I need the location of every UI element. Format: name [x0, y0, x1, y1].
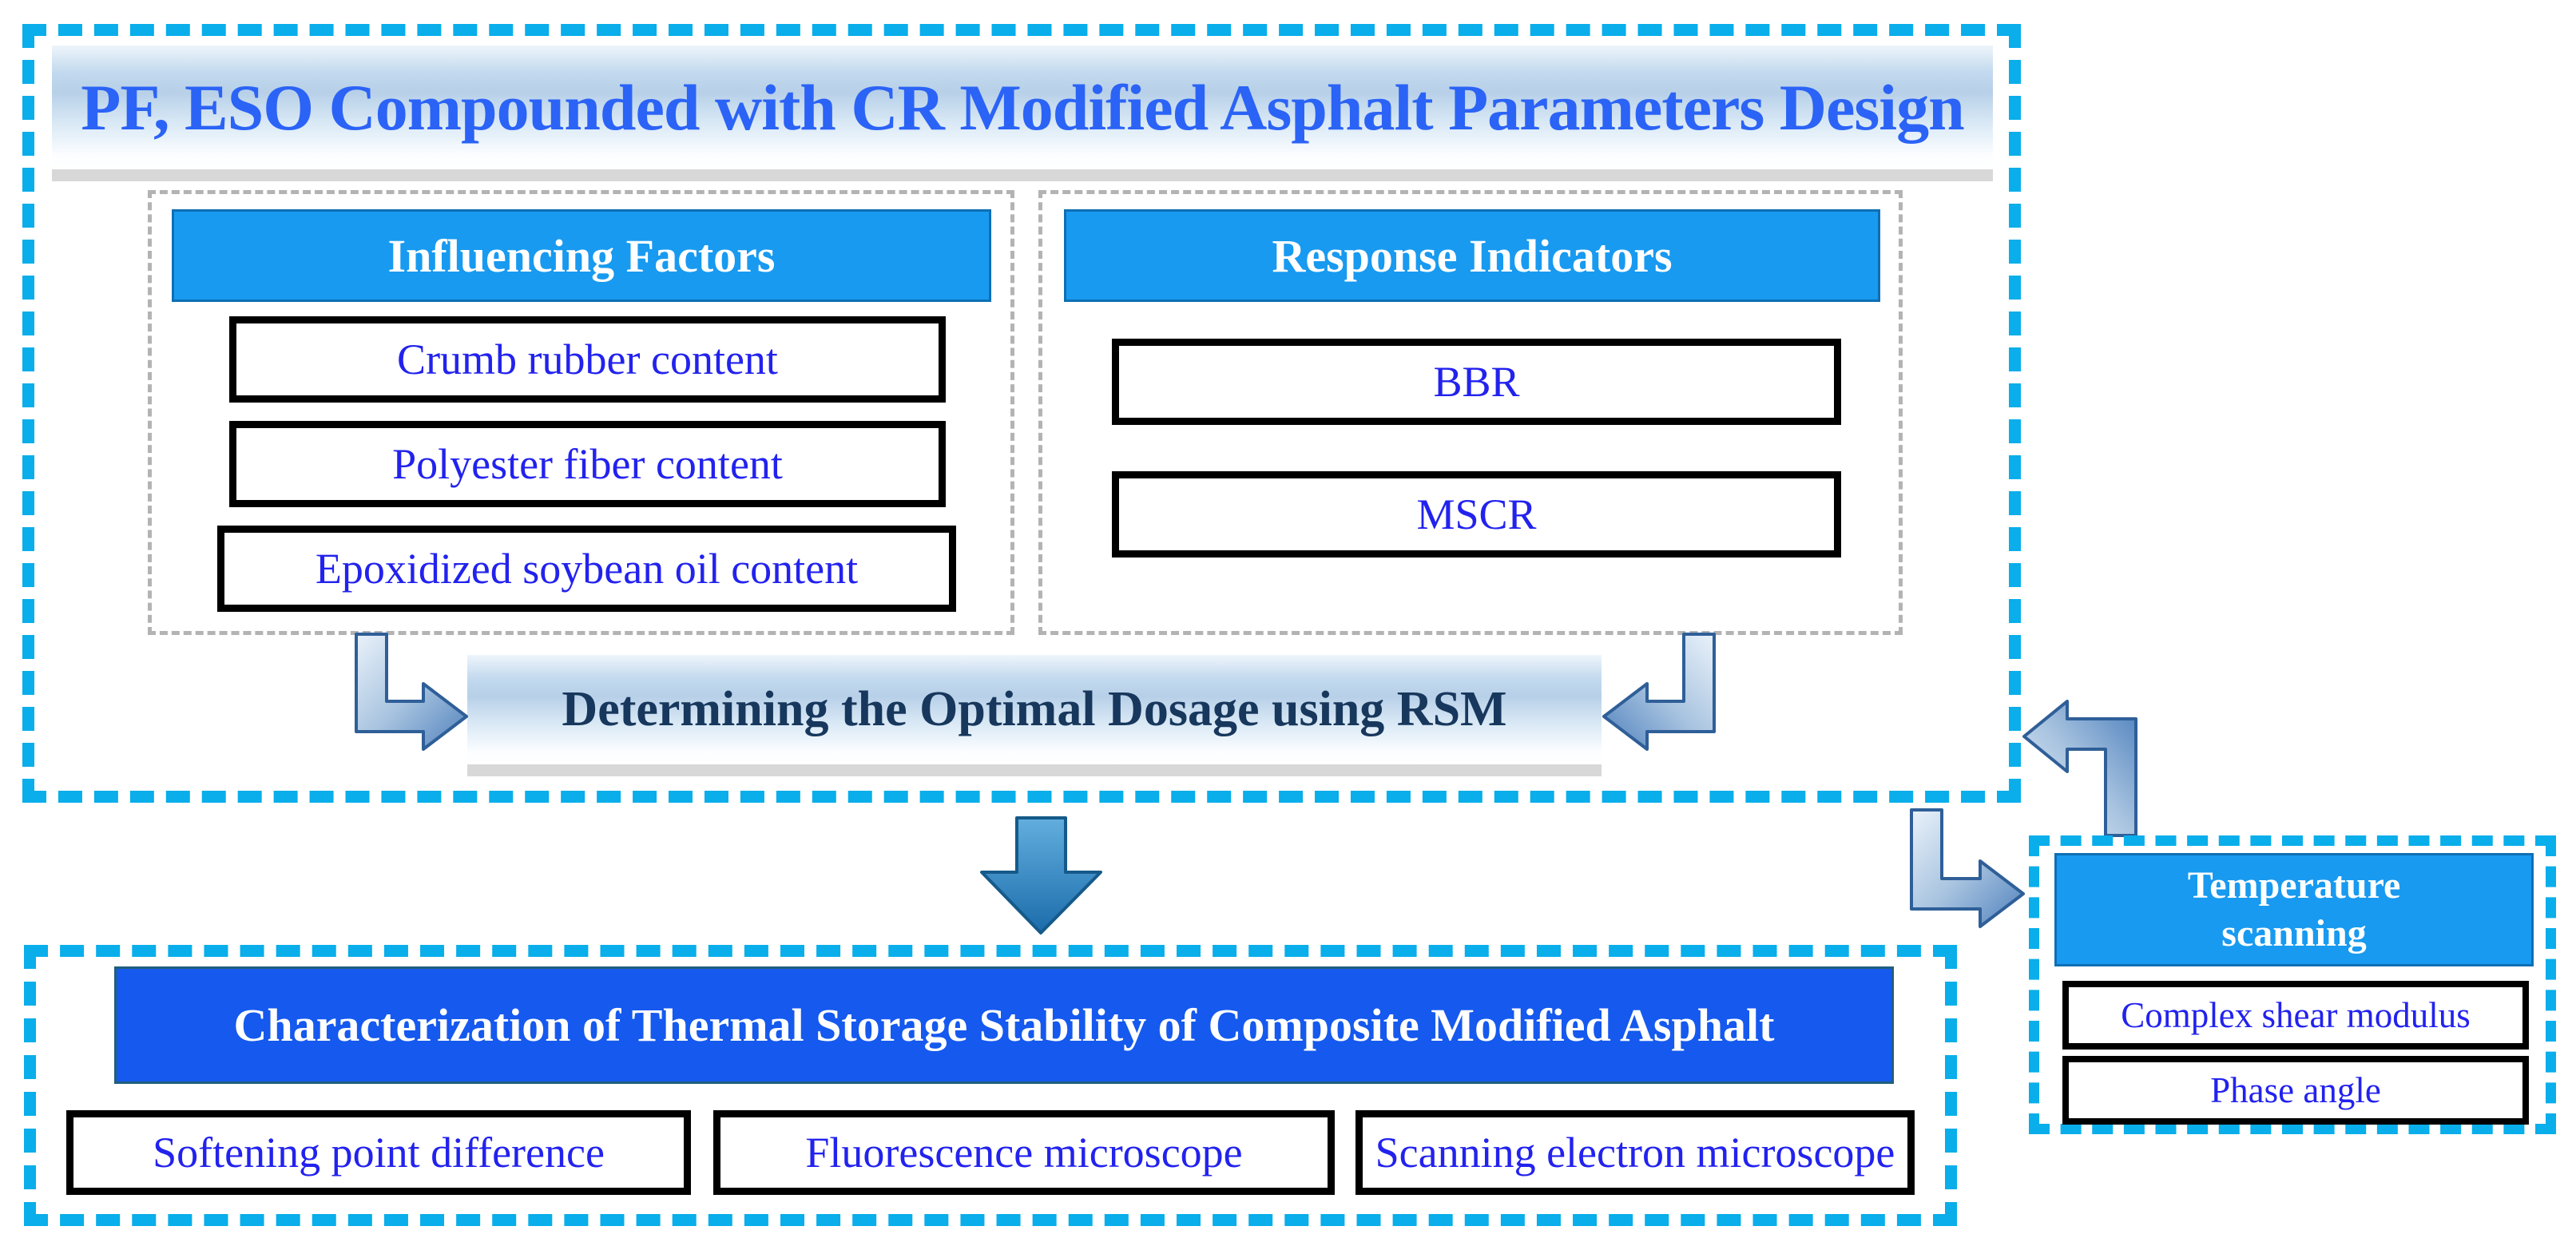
characterization-item-fluorescence-microscope: Fluorescence microscope: [713, 1110, 1335, 1195]
characterization-item-label: Scanning electron microscope: [1375, 1129, 1895, 1177]
temperature-item-complex-shear-modulus: Complex shear modulus: [2062, 981, 2529, 1050]
characterization-panel: [24, 945, 1957, 1226]
response-indicators-header-label: Response Indicators: [1272, 229, 1673, 282]
design-panel: [22, 24, 2021, 803]
temperature-item-phase-angle: Phase angle: [2062, 1056, 2529, 1125]
characterization-item-label: Softening point difference: [153, 1129, 605, 1177]
characterization-item-sem: Scanning electron microscope: [1355, 1110, 1915, 1195]
factor-item-polyester-fiber: Polyester fiber content: [229, 421, 946, 507]
indicator-item-mscr: MSCR: [1112, 471, 1841, 558]
temperature-item-label: Phase angle: [2210, 1070, 2381, 1110]
design-title-banner: PF, ESO Compounded with CR Modified Asph…: [52, 46, 1993, 181]
temperature-scanning-header-label: Temperature scanning: [2187, 864, 2401, 954]
temperature-scanning-panel: [2029, 835, 2556, 1134]
bent-arrow-up-left-icon: [2022, 700, 2146, 837]
factor-item-label: Epoxidized soybean oil content: [315, 545, 859, 593]
characterization-banner-label: Characterization of Thermal Storage Stab…: [233, 999, 1775, 1051]
characterization-item-softening-point: Softening point difference: [66, 1110, 691, 1195]
response-indicators-header: Response Indicators: [1064, 209, 1880, 302]
influencing-factors-header: Influencing Factors: [172, 209, 991, 302]
factor-item-label: Polyester fiber content: [392, 440, 783, 488]
indicator-item-label: BBR: [1433, 358, 1520, 406]
influencing-factors-header-label: Influencing Factors: [387, 229, 776, 282]
factor-item-epoxidized-soybean-oil: Epoxidized soybean oil content: [217, 526, 956, 612]
characterization-banner: Characterization of Thermal Storage Stab…: [114, 966, 1894, 1084]
bent-arrow-down-left-icon: [1601, 633, 1721, 752]
factor-item-label: Crumb rubber content: [397, 335, 778, 383]
influencing-factors-panel: [148, 190, 1014, 635]
bent-arrow-down-right-icon: [1905, 808, 2026, 930]
block-arrow-down-icon: [979, 816, 1103, 935]
characterization-item-label: Fluorescence microscope: [805, 1129, 1243, 1177]
indicator-item-label: MSCR: [1416, 490, 1537, 538]
rsm-banner: Determining the Optimal Dosage using RSM: [467, 655, 1602, 776]
bent-arrow-down-right-icon: [350, 633, 470, 752]
indicator-item-bbr: BBR: [1112, 339, 1841, 425]
temperature-item-label: Complex shear modulus: [2121, 995, 2471, 1035]
design-title: PF, ESO Compounded with CR Modified Asph…: [81, 70, 1964, 144]
rsm-banner-label: Determining the Optimal Dosage using RSM: [562, 682, 1507, 736]
factor-item-crumb-rubber: Crumb rubber content: [229, 316, 946, 403]
temperature-scanning-header: Temperature scanning: [2054, 853, 2534, 966]
response-indicators-panel: [1038, 190, 1903, 635]
